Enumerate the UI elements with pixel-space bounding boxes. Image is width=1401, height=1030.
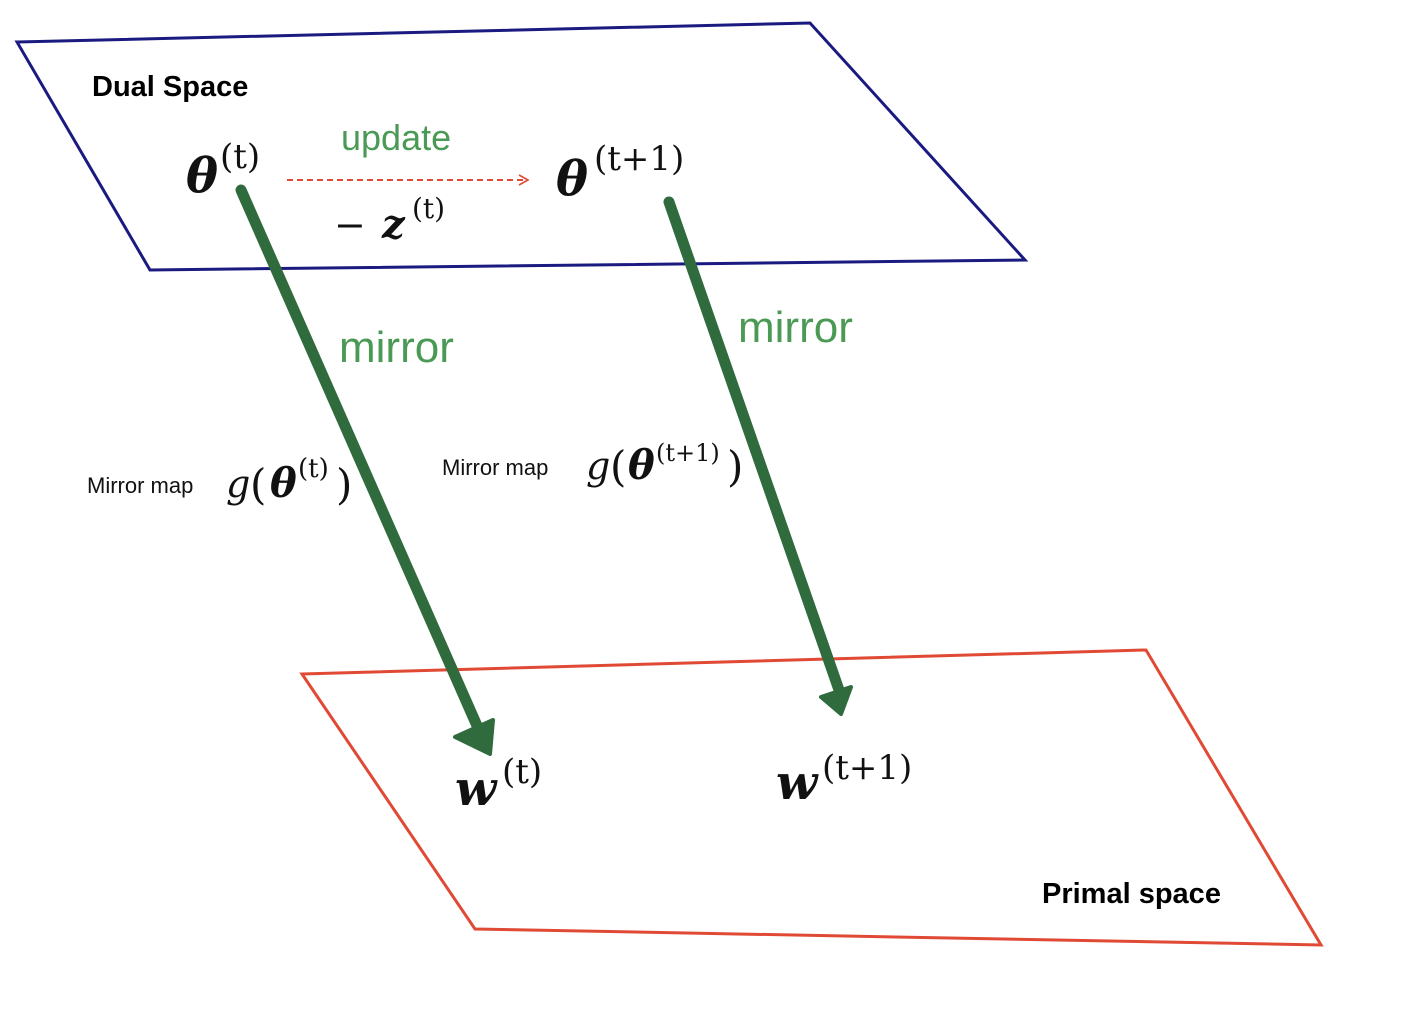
- mirror-map-2: Mirror map g ( θ (t+1) ): [442, 439, 743, 491]
- w-t1: w (t+1): [776, 748, 912, 811]
- mirror-arrow-t-head: [453, 718, 495, 756]
- z-symbol: z: [381, 201, 406, 248]
- mirror-map-2-label: Mirror map: [442, 455, 548, 480]
- minus-z-t: − z (t): [334, 192, 445, 248]
- mirror-map-1-arg-superscript: (t): [298, 454, 329, 484]
- mirror-map-1-label: Mirror map: [87, 473, 193, 498]
- mirror-map-2-arg-superscript: (t+1): [656, 439, 720, 467]
- mirror-arrow-t-shaft: [235, 184, 484, 734]
- z-superscript: (t): [412, 192, 445, 225]
- mirror-map-1-close-paren: ): [336, 460, 352, 509]
- mirror-label-2: mirror: [738, 303, 853, 352]
- mirror-arrow-t1-head: [819, 685, 853, 716]
- mirror-map-1-open-paren: (: [250, 460, 266, 509]
- mirror-map-2-open-paren: (: [610, 442, 626, 491]
- mirror-map-1: Mirror map g ( θ (t) ): [87, 454, 352, 509]
- primal-space-border: [299, 648, 1324, 947]
- primal-space-plane: Primal space: [299, 648, 1324, 947]
- update-step: update − z (t): [287, 117, 530, 248]
- theta-t1-symbol: θ: [556, 151, 588, 207]
- dual-space-border: [14, 21, 1029, 272]
- w-t-symbol: w: [455, 761, 498, 817]
- update-label: update: [341, 117, 451, 158]
- mirror-label-1: mirror: [339, 323, 454, 372]
- mirror-map-1-func: g: [226, 462, 250, 506]
- mirror-arrow-t1: [663, 196, 853, 716]
- w-t: w (t): [455, 752, 542, 817]
- dual-space-plane: Dual Space: [14, 21, 1029, 272]
- primal-space-label: Primal space: [1042, 878, 1221, 910]
- w-t1-superscript: (t+1): [822, 748, 912, 788]
- theta-t1-superscript: (t+1): [594, 139, 684, 179]
- dual-space-label: Dual Space: [92, 71, 248, 103]
- w-t1-symbol: w: [776, 755, 819, 811]
- mirror-map-2-func: g: [586, 444, 610, 488]
- theta-t-symbol: θ: [186, 148, 218, 204]
- w-t-superscript: (t): [502, 752, 542, 792]
- theta-t-superscript: (t): [220, 137, 260, 177]
- mirror-arrow-t1-shaft: [663, 196, 845, 696]
- mirror-map-2-close-paren: ): [727, 442, 743, 491]
- mirror-arrow-t: [235, 184, 495, 756]
- mirror-map-1-arg: θ: [270, 460, 297, 507]
- minus-operator: −: [334, 203, 366, 247]
- theta-t1: θ (t+1): [556, 139, 684, 207]
- theta-t: θ (t): [186, 137, 260, 204]
- mirror-map-2-arg: θ: [628, 442, 655, 489]
